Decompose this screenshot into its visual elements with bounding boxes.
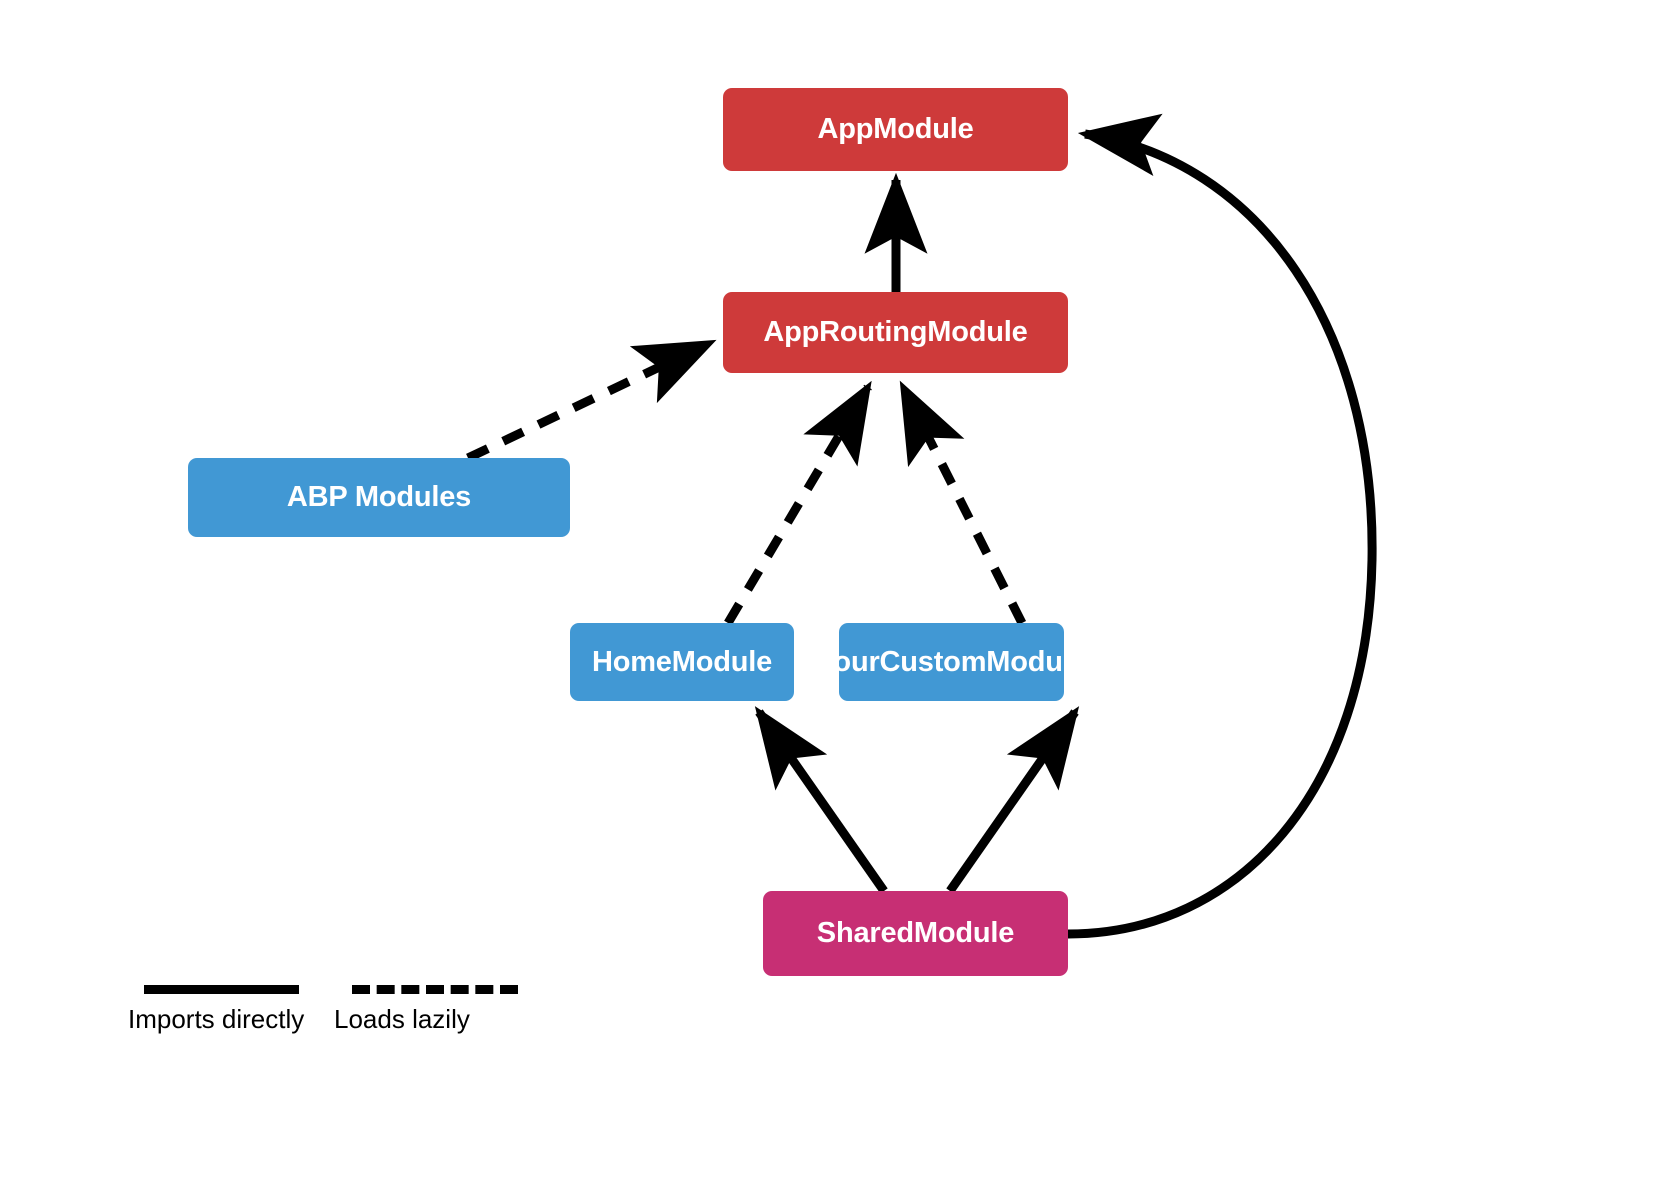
node-sharedmodule[interactable]: SharedModule bbox=[763, 891, 1068, 976]
dashed-line-icon bbox=[352, 985, 518, 994]
solid-line-icon bbox=[144, 985, 299, 994]
edge-sharedmodule-to-homemodule bbox=[754, 706, 888, 894]
node-abp-modules-label: ABP Modules bbox=[286, 481, 472, 513]
edge-yourcustommodule-to-approutingmodule bbox=[898, 380, 1027, 626]
legend-item-loads-lazily-label: Loads lazily bbox=[334, 1004, 470, 1034]
legend-item-imports-directly: Imports directly bbox=[128, 985, 308, 1035]
edge-sharedmodule-to-appmodule bbox=[1067, 113, 1377, 939]
node-approutingmodule[interactable]: AppRoutingModule bbox=[723, 292, 1068, 373]
legend-item-imports-directly-label: Imports directly bbox=[128, 1004, 305, 1034]
node-abp-modules[interactable]: ABP Modules bbox=[188, 458, 570, 537]
node-homemodule-label: HomeModule bbox=[591, 645, 773, 678]
node-appmodule-label: AppModule bbox=[817, 113, 974, 145]
node-yourcustommodule[interactable]: YourCustomModule bbox=[816, 623, 1087, 701]
edge-abpmodules-to-approutingmodule bbox=[466, 338, 717, 463]
node-appmodule[interactable]: AppModule bbox=[723, 88, 1068, 171]
edge-homemodule-to-approutingmodule bbox=[724, 380, 872, 626]
node-homemodule[interactable]: HomeModule bbox=[570, 623, 794, 701]
node-approutingmodule-label: AppRoutingModule bbox=[763, 316, 1028, 348]
legend: Imports directly Loads lazily bbox=[128, 985, 548, 1045]
node-yourcustommodule-label: YourCustomModule bbox=[816, 645, 1087, 678]
legend-item-loads-lazily: Loads lazily bbox=[334, 985, 518, 1035]
edge-sharedmodule-to-yourcustommodule bbox=[946, 706, 1080, 894]
node-sharedmodule-label: SharedModule bbox=[816, 917, 1015, 949]
